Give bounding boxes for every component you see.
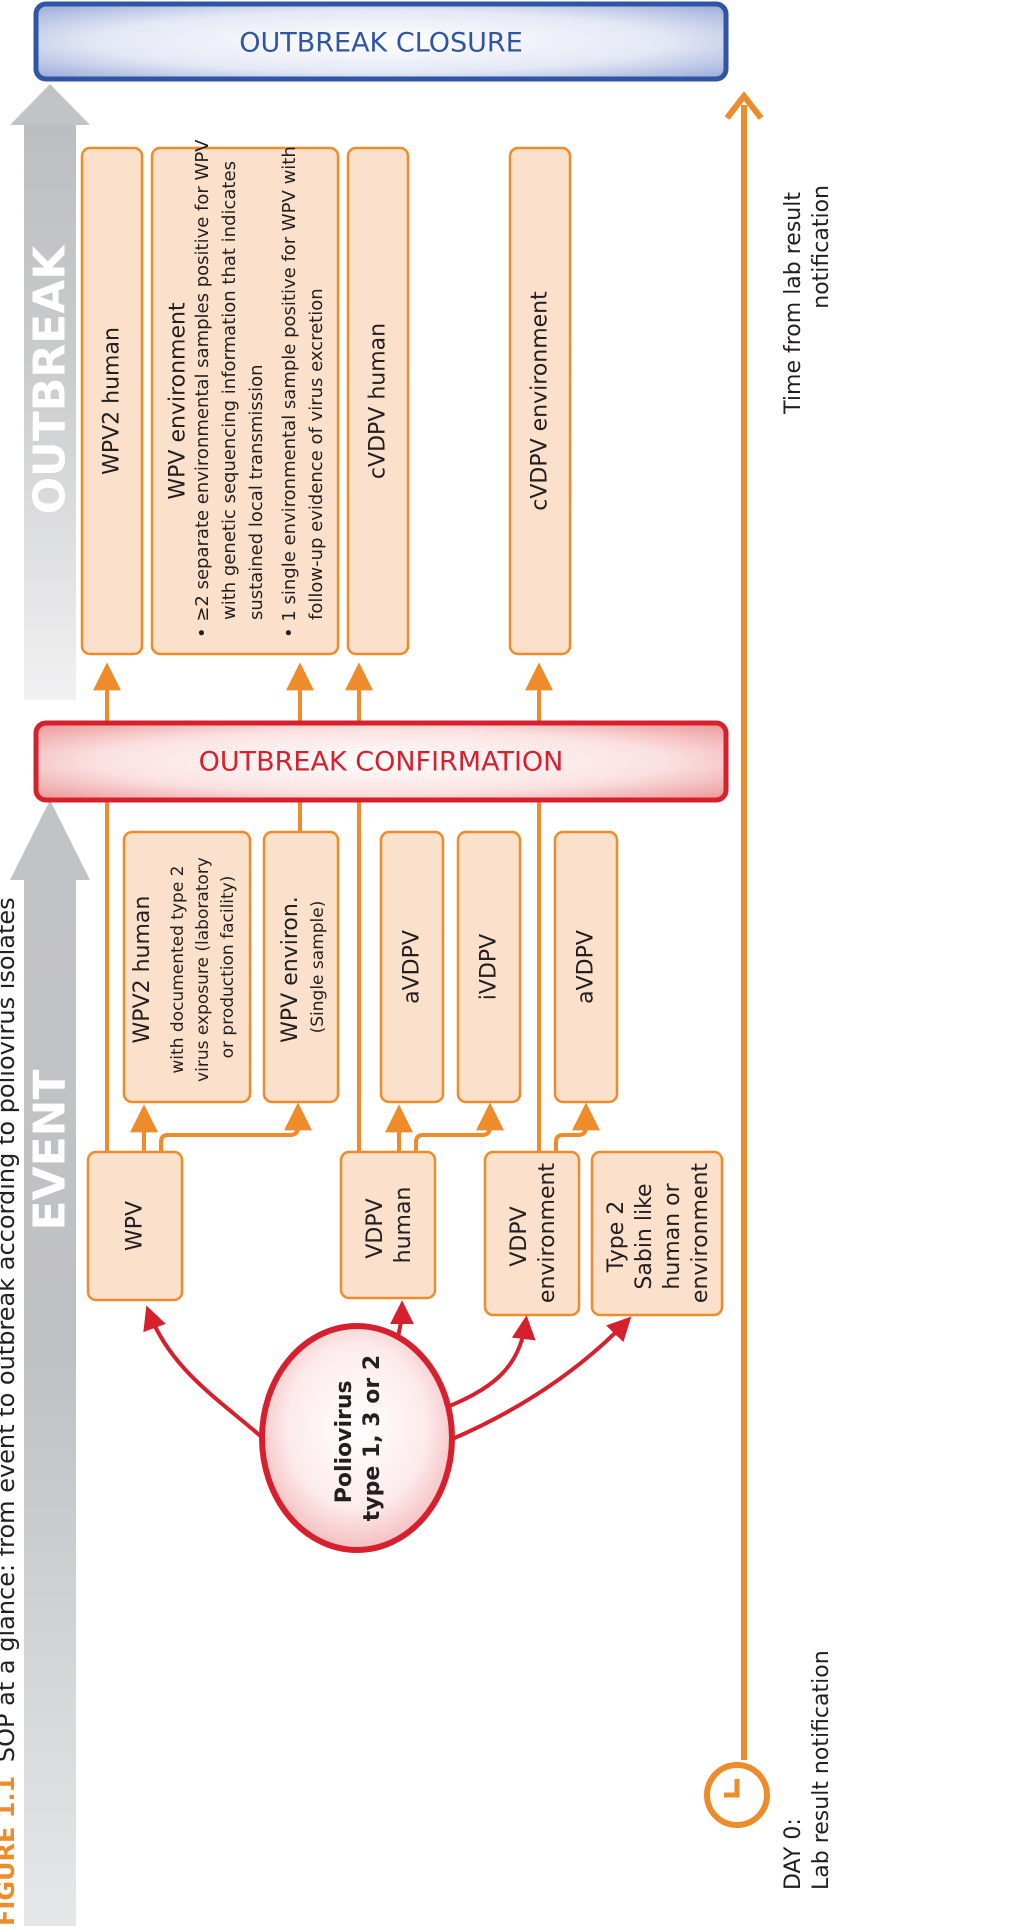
event-wpv-environ-text: WPV environ. (Single sample) xyxy=(278,891,328,1043)
outbreak-phase-arrow: OUTBREAK xyxy=(10,84,90,700)
poliovirus-source-label: Poliovirus type 1, 3 or 2 xyxy=(332,1355,385,1521)
day-zero-line1: DAY 0: xyxy=(781,1818,806,1890)
time-axis-label: Time from lab result notification xyxy=(781,185,834,415)
clock-icon xyxy=(704,1762,770,1828)
isolate-vdpv-env-label: VDPV environment xyxy=(507,1163,560,1303)
outbreak-confirmation-bar: OUTBREAK CONFIRMATION xyxy=(33,720,729,803)
outbreak-box-cvdpv-human: cVDPV human xyxy=(346,146,410,656)
isolate-box-wpv: WPV xyxy=(86,1150,184,1302)
event-box-ivdpv: iVDPV xyxy=(456,830,522,1104)
time-axis-line1: Time from lab result xyxy=(781,192,806,415)
outbreak-wpv2-human-label: WPV2 human xyxy=(100,327,125,475)
isolate-vdpv-human-label: VDPV human xyxy=(363,1187,416,1264)
event-avdpv-env-label: aVDPV xyxy=(574,930,599,1004)
outbreak-cvdpv-env-label: cVDPV environment xyxy=(528,291,553,511)
outbreak-box-cvdpv-environment: cVDPV environment xyxy=(508,146,572,656)
outbreak-wpv-env-bullet2: • 1 single environmental sample positive… xyxy=(279,141,327,639)
outbreak-phase-label: OUTBREAK xyxy=(25,244,76,515)
event-ivdpv-label: iVDPV xyxy=(477,934,502,1000)
event-phase-label: EVENT xyxy=(25,1069,76,1230)
time-axis-line2: notification xyxy=(809,185,834,309)
outbreak-box-wpv-environment: WPV environment • ≥2 separate environmen… xyxy=(150,134,340,656)
outbreak-cvdpv-human-label: cVDPV human xyxy=(366,323,391,479)
isolate-box-vdpv-human: VDPV human xyxy=(339,1150,437,1300)
event-box-avdpv-human: aVDPV xyxy=(379,830,445,1104)
event-avdpv-human-label: aVDPV xyxy=(400,930,425,1004)
isolate-box-sabin-like: Type 2 Sabin like human or environment xyxy=(590,1150,724,1317)
event-phase-arrow: EVENT xyxy=(10,800,90,1926)
figure-caption-text: SOP at a glance: from event to outbreak … xyxy=(0,897,20,1762)
isolate-box-vdpv-environment: VDPV environment xyxy=(483,1150,581,1317)
figure-caption-prefix: FIGURE 1.1 xyxy=(0,1776,20,1926)
day-zero-label: DAY 0: Lab result notification xyxy=(781,1650,834,1890)
outbreak-wpv-env-title: WPV environment xyxy=(166,302,191,500)
event-box-avdpv-environment: aVDPV xyxy=(553,830,619,1104)
event-box-wpv2-human: WPV2 human with documented type 2 virus … xyxy=(122,830,252,1104)
poliovirus-source-circle: Poliovirus type 1, 3 or 2 xyxy=(259,1323,455,1553)
timeline: DAY 0: Lab result notification Time from… xyxy=(704,91,834,1890)
outbreak-closure-label: OUTBREAK CLOSURE xyxy=(239,28,523,59)
event-wpv2-human-text: WPV2 human with documented type 2 virus … xyxy=(130,852,238,1082)
outbreak-confirmation-label: OUTBREAK CONFIRMATION xyxy=(199,747,564,778)
event-box-wpv-environ: WPV environ. (Single sample) xyxy=(262,830,340,1104)
figure-caption: FIGURE 1.1 SOP at a glance: from event t… xyxy=(0,897,20,1926)
outbreak-closure-bar: OUTBREAK CLOSURE xyxy=(33,1,729,82)
day-zero-line2: Lab result notification xyxy=(809,1650,834,1890)
outbreak-wpv-env-bullet1: • ≥2 separate environmental samples posi… xyxy=(192,134,267,638)
isolate-wpv-label: WPV xyxy=(123,1201,148,1251)
outbreak-box-wpv2-human: WPV2 human xyxy=(80,146,144,656)
isolate-sabin-label: Type 2 Sabin like human or environment xyxy=(604,1163,713,1303)
